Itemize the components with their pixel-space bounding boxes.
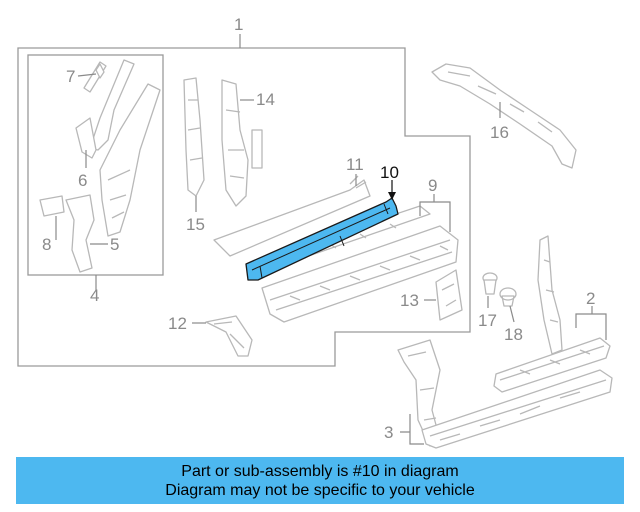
pillar-assembly-parts (39, 59, 161, 273)
callout-15: 15 (186, 215, 205, 234)
part-info-banner: Part or sub-assembly is #10 in diagram D… (16, 457, 624, 504)
callout-13: 13 (400, 291, 419, 310)
part-11-sill-panel (213, 175, 371, 257)
callout-17: 17 (478, 311, 497, 330)
callout-10: 10 (380, 163, 399, 182)
part-10-highlighted (245, 197, 399, 281)
part-13-bracket (435, 269, 463, 321)
banner-line-1: Part or sub-assembly is #10 in diagram (181, 462, 459, 480)
part-2-3-body-side-assembly (397, 235, 613, 449)
callout-18: 18 (504, 325, 523, 344)
callout-3: 3 (384, 423, 393, 442)
banner-line-2: Diagram may not be specific to your vehi… (165, 481, 475, 499)
callout-11: 11 (346, 155, 364, 174)
callout-2: 2 (586, 289, 595, 308)
callout-7: 7 (66, 67, 75, 86)
callout-1: 1 (234, 15, 243, 34)
callout-8: 8 (42, 235, 51, 254)
pillar-parts-14-15 (183, 77, 263, 207)
assembly-outline (17, 47, 471, 367)
callout-14: 14 (256, 90, 275, 109)
part-16-roof-rail (431, 63, 577, 169)
callout-9: 9 (428, 176, 437, 195)
callout-16: 16 (490, 123, 509, 142)
part-12-panel (205, 315, 253, 357)
fastener-parts-17-18 (482, 272, 517, 307)
callout-4: 4 (90, 286, 99, 305)
callout-6: 6 (78, 171, 87, 190)
callout-12: 12 (168, 314, 187, 333)
callout-5: 5 (110, 235, 119, 254)
